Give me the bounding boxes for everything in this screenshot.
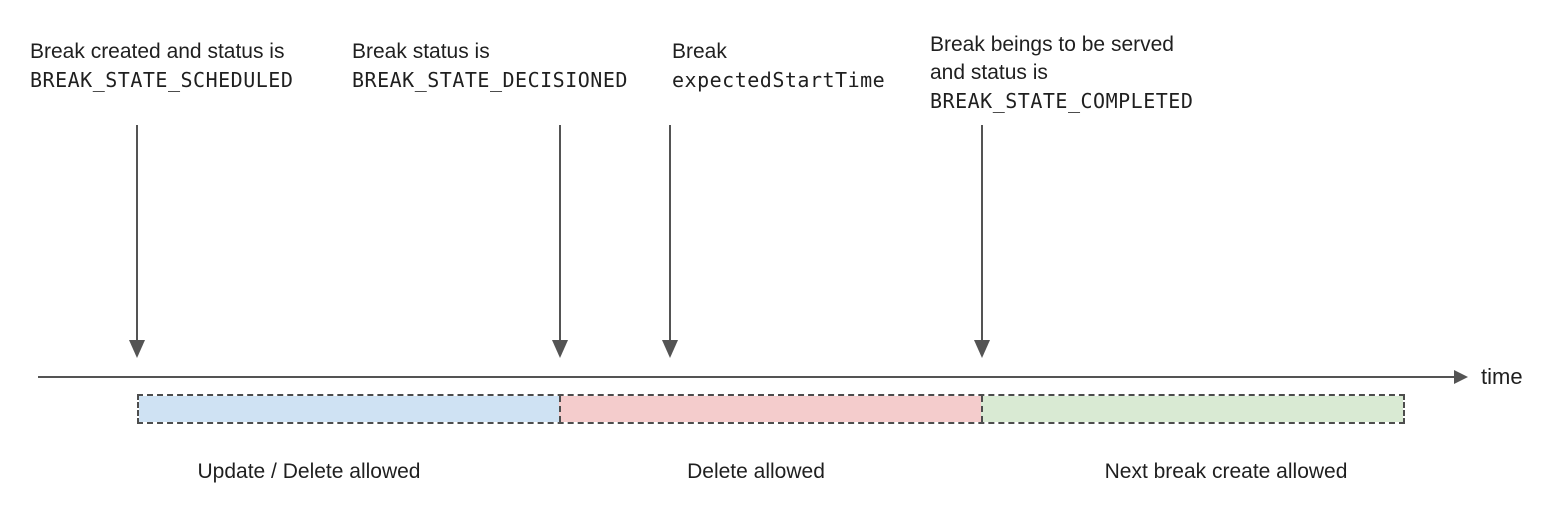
annotation-expected-start-time: Break expectedStartTime <box>672 38 885 94</box>
arrow-shaft <box>669 125 671 341</box>
annotation-text: Break status is <box>352 40 490 63</box>
arrow-head <box>974 340 990 358</box>
down-arrow-icon <box>974 125 990 358</box>
time-axis-label: time <box>1481 364 1523 389</box>
annotation-break-completed: Break beings to be served and status is … <box>930 31 1193 115</box>
segment-delete-allowed <box>559 396 981 422</box>
segment-caption: Next break create allowed <box>1104 460 1348 483</box>
annotation-break-scheduled: Break created and status is BREAK_STATE_… <box>30 38 293 94</box>
down-arrow-icon <box>552 125 568 358</box>
arrow-head <box>552 340 568 358</box>
arrow-shaft <box>559 125 561 341</box>
segment-caption: Delete allowed <box>687 460 825 483</box>
right-arrow-icon <box>1454 370 1468 384</box>
annotation-code-text: BREAK_STATE_COMPLETED <box>930 89 1194 113</box>
time-axis-line <box>38 376 1458 378</box>
annotation-text: Break <box>672 40 727 63</box>
down-arrow-icon <box>129 125 145 358</box>
annotation-text: Break beings to be served <box>930 33 1174 56</box>
arrow-shaft <box>981 125 983 341</box>
annotation-text: Break created and status is <box>30 40 285 63</box>
annotation-code-text: BREAK_STATE_SCHEDULED <box>30 68 294 92</box>
state-bar <box>137 394 1405 424</box>
arrow-shaft <box>136 125 138 341</box>
annotation-break-decisioned: Break status is BREAK_STATE_DECISIONED <box>352 38 628 94</box>
segment-update-delete-allowed <box>139 396 559 422</box>
arrow-head <box>129 340 145 358</box>
annotation-code-text: BREAK_STATE_DECISIONED <box>352 68 628 92</box>
arrow-head <box>662 340 678 358</box>
annotation-code-text: expectedStartTime <box>672 68 886 92</box>
segment-next-break-create-allowed <box>981 396 1403 422</box>
annotation-text: and status is <box>930 61 1048 84</box>
segment-caption: Update / Delete allowed <box>197 460 421 483</box>
down-arrow-icon <box>662 125 678 358</box>
